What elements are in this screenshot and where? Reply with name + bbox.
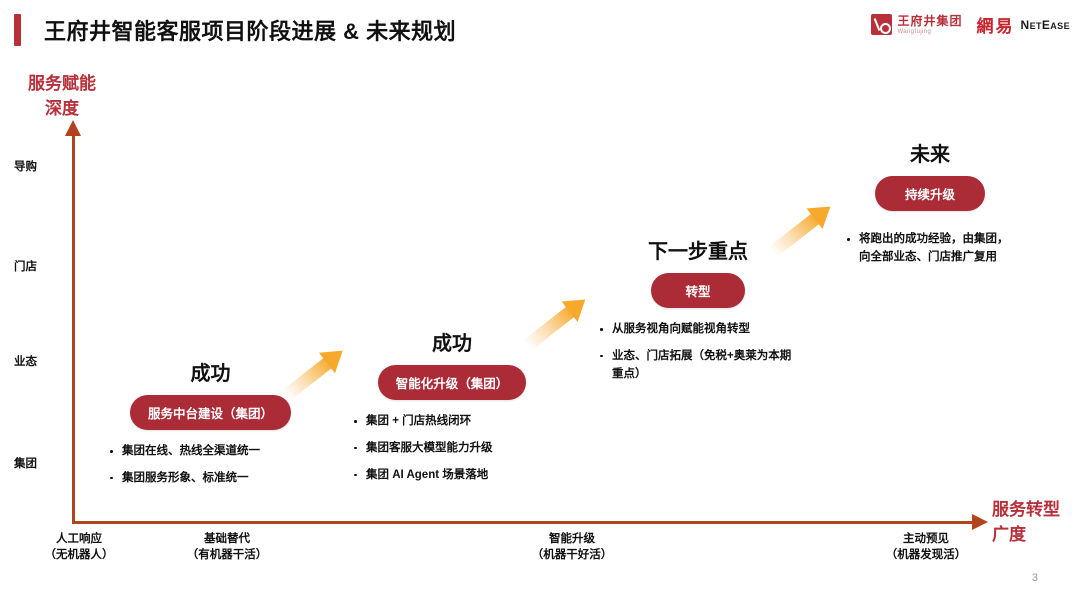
y-tick-mendian: 门店 bbox=[14, 261, 37, 273]
list-item: 集团服务形象、标准统一 bbox=[108, 470, 313, 488]
stage-2-bullets: 集团 + 门店热线闭环 集团客服大模型能力升级 集团 AI Agent 场景落地 bbox=[352, 413, 552, 484]
x-axis-title: 服务转型 广度 bbox=[992, 498, 1080, 547]
x-tick-1-line2: （有机器干活） bbox=[186, 548, 268, 561]
stage-4-heading: 未来 bbox=[910, 144, 950, 166]
netease-logo-cn: 網易 bbox=[976, 17, 1015, 36]
stage-3-bullets: 从服务视角向赋能视角转型 业态、门店拓展（免税+奥莱为本期重点） bbox=[598, 321, 798, 383]
wangfujing-logo-icon bbox=[871, 14, 893, 35]
list-item: 集团 AI Agent 场景落地 bbox=[352, 467, 552, 485]
list-item: 集团 + 门店热线闭环 bbox=[352, 413, 552, 431]
stage-3-pill-wrap: 转型 bbox=[598, 273, 798, 308]
list-item: 将跑出的成功经验，由集团，向全部业态、门店推广复用 bbox=[845, 231, 1015, 267]
y-tick-yetai: 业态 bbox=[14, 356, 37, 368]
stage-1-pill[interactable]: 服务中台建设（集团） bbox=[129, 395, 291, 430]
x-tick-0-line1: 人工响应 bbox=[56, 533, 102, 545]
x-tick-jichutidai: 基础替代 （有机器干活） bbox=[147, 532, 307, 563]
list-item: 集团在线、热线全渠道统一 bbox=[108, 443, 313, 461]
stage-1: 成功 服务中台建设（集团） 集团在线、热线全渠道统一 集团服务形象、标准统一 bbox=[108, 357, 313, 497]
stage-4-pill[interactable]: 持续升级 bbox=[874, 176, 985, 211]
stage-4-pill-wrap: 持续升级 bbox=[845, 176, 1015, 211]
stage-2: 成功 智能化升级（集团） 集团 + 门店热线闭环 集团客服大模型能力升级 集团 … bbox=[352, 327, 552, 493]
stage-1-heading: 成功 bbox=[190, 363, 231, 385]
wangfujing-logo-text: 王府井集团 Wangfujing bbox=[897, 15, 962, 35]
stage-4: 未来 持续升级 将跑出的成功经验，由集团，向全部业态、门店推广复用 bbox=[845, 138, 1015, 276]
stage-2-heading: 成功 bbox=[432, 333, 472, 355]
x-axis-line bbox=[72, 521, 980, 524]
netease-logo-en: NETEASE bbox=[1020, 17, 1070, 32]
list-item: 集团客服大模型能力升级 bbox=[352, 440, 552, 458]
list-item: 从服务视角向赋能视角转型 bbox=[598, 321, 798, 339]
stage-1-bullets: 集团在线、热线全渠道统一 集团服务形象、标准统一 bbox=[108, 443, 313, 488]
x-axis-title-line2: 广度 bbox=[992, 524, 1026, 544]
x-tick-3-line2: （机器发现活） bbox=[885, 548, 967, 561]
logo-group: 王府井集团 Wangfujing 網易 NETEASE bbox=[871, 12, 1070, 37]
x-tick-2-line1: 智能升级 bbox=[549, 533, 595, 545]
stage-3: 下一步重点 转型 从服务视角向赋能视角转型 业态、门店拓展（免税+奥莱为本期重点… bbox=[598, 235, 798, 392]
page-number: 3 bbox=[1031, 572, 1038, 584]
x-axis-arrow-icon bbox=[972, 514, 988, 530]
x-tick-3-line1: 主动预见 bbox=[903, 533, 949, 545]
y-axis-line bbox=[72, 132, 75, 524]
y-axis-title: 服务赋能 深度 bbox=[12, 72, 112, 121]
y-axis-title-line1: 服务赋能 bbox=[28, 74, 96, 93]
title-accent-bar bbox=[14, 14, 21, 46]
x-tick-0-line2: （无机器人） bbox=[44, 548, 114, 561]
netease-logo: 網易 NETEASE bbox=[976, 12, 1070, 37]
stage-3-pill[interactable]: 转型 bbox=[651, 273, 745, 308]
x-tick-2-line2: （机器干好活） bbox=[531, 548, 613, 561]
y-axis-title-line2: 深度 bbox=[45, 98, 79, 118]
stage-1-pill-wrap: 服务中台建设（集团） bbox=[108, 395, 313, 430]
stage-2-pill[interactable]: 智能化升级（集团） bbox=[377, 365, 527, 400]
stage-2-pill-wrap: 智能化升级（集团） bbox=[352, 365, 552, 400]
wangfujing-logo-cn: 王府井集团 bbox=[897, 13, 963, 28]
x-axis-title-line1: 服务转型 bbox=[992, 500, 1060, 519]
x-tick-1-line1: 基础替代 bbox=[204, 533, 250, 545]
y-axis-arrow-icon bbox=[65, 120, 81, 136]
page-title: 王府井智能客服项目阶段进展 & 未来规划 bbox=[44, 19, 457, 44]
stage-3-heading: 下一步重点 bbox=[648, 241, 748, 263]
x-tick-zhinengshengji: 智能升级 （机器干好活） bbox=[492, 532, 652, 563]
wangfujing-logo-en: Wangfujing bbox=[897, 28, 932, 35]
x-tick-rengongxiangying: 人工响应 （无机器人） bbox=[0, 532, 159, 563]
wangfujing-logo: 王府井集团 Wangfujing bbox=[871, 14, 962, 35]
y-tick-jituan: 集团 bbox=[14, 458, 37, 470]
y-tick-daogou: 导购 bbox=[14, 161, 37, 173]
x-tick-zhudongyujian: 主动预见 （机器发现活） bbox=[846, 532, 1006, 563]
list-item: 业态、门店拓展（免税+奥莱为本期重点） bbox=[598, 348, 798, 384]
stage-4-bullets: 将跑出的成功经验，由集团，向全部业态、门店推广复用 bbox=[845, 231, 1015, 267]
